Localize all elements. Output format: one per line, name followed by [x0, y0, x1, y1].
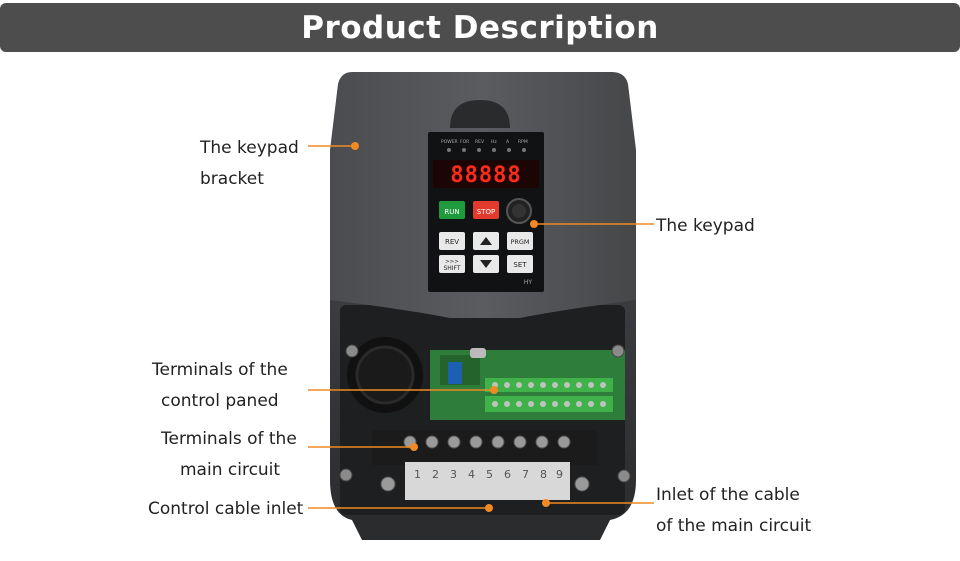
- callout-main-terminals: Terminals of the main circuit: [161, 429, 297, 480]
- brand-mark: HY: [524, 279, 533, 286]
- callout-control-terminals: Terminals of the control paned: [152, 360, 288, 411]
- callout-keypad-bracket: The keypad bracket: [200, 138, 299, 189]
- svg-text:RUN: RUN: [444, 208, 459, 216]
- set-button[interactable]: SET: [507, 255, 533, 273]
- prgm-button[interactable]: PRGM: [507, 232, 533, 250]
- callout-keypad: The keypad: [656, 216, 755, 236]
- speed-knob[interactable]: [506, 198, 532, 224]
- arrow-up-icon: [480, 237, 492, 245]
- terminal-strip-numbers: 1 2 3 4 5 6 7 8 9: [414, 468, 563, 481]
- svg-text:REV: REV: [445, 238, 459, 246]
- svg-text:A: A: [506, 139, 510, 145]
- svg-text:8: 8: [540, 468, 547, 481]
- down-button[interactable]: [473, 255, 499, 273]
- cooling-fan: [347, 337, 423, 413]
- main-circuit-terminals: [372, 430, 597, 500]
- keypad-panel: POWER FOR REV Hz A RPM 88888 RUN STOP RE…: [428, 132, 544, 292]
- control-board: [430, 348, 625, 420]
- svg-text:PRGM: PRGM: [510, 238, 529, 246]
- up-button[interactable]: [473, 232, 499, 250]
- svg-text:5: 5: [486, 468, 493, 481]
- svg-text:4: 4: [468, 468, 475, 481]
- svg-text:SHIFT: SHIFT: [443, 265, 460, 272]
- run-button[interactable]: RUN: [439, 201, 465, 219]
- svg-text:POWER: POWER: [441, 139, 458, 145]
- shift-button[interactable]: >>> SHIFT: [439, 255, 465, 273]
- svg-text:Hz: Hz: [491, 139, 497, 145]
- svg-text:7: 7: [522, 468, 529, 481]
- rev-button[interactable]: REV: [439, 232, 465, 250]
- callout-control-cable-inlet: Control cable inlet: [148, 499, 304, 519]
- svg-text:RPM: RPM: [518, 139, 528, 145]
- svg-text:STOP: STOP: [477, 208, 495, 216]
- svg-text:SET: SET: [513, 261, 527, 269]
- svg-text:3: 3: [450, 468, 457, 481]
- stop-button[interactable]: STOP: [473, 201, 499, 219]
- svg-text:9: 9: [556, 468, 563, 481]
- header-banner: Product Description: [0, 3, 960, 52]
- svg-text:FOR: FOR: [460, 139, 469, 145]
- callout-main-cable-inlet: Inlet of the cable of the main circuit: [656, 485, 812, 536]
- frequency-display: 88888: [450, 163, 521, 188]
- svg-text:REV: REV: [475, 139, 485, 145]
- svg-text:1: 1: [414, 468, 421, 481]
- housing-screws: [339, 344, 631, 483]
- svg-text:2: 2: [432, 468, 439, 481]
- arrow-down-icon: [480, 260, 492, 268]
- svg-text:6: 6: [504, 468, 511, 481]
- callout-lines: [308, 142, 654, 512]
- page-title: Product Description: [301, 9, 659, 46]
- svg-text:>>>: >>>: [445, 259, 459, 265]
